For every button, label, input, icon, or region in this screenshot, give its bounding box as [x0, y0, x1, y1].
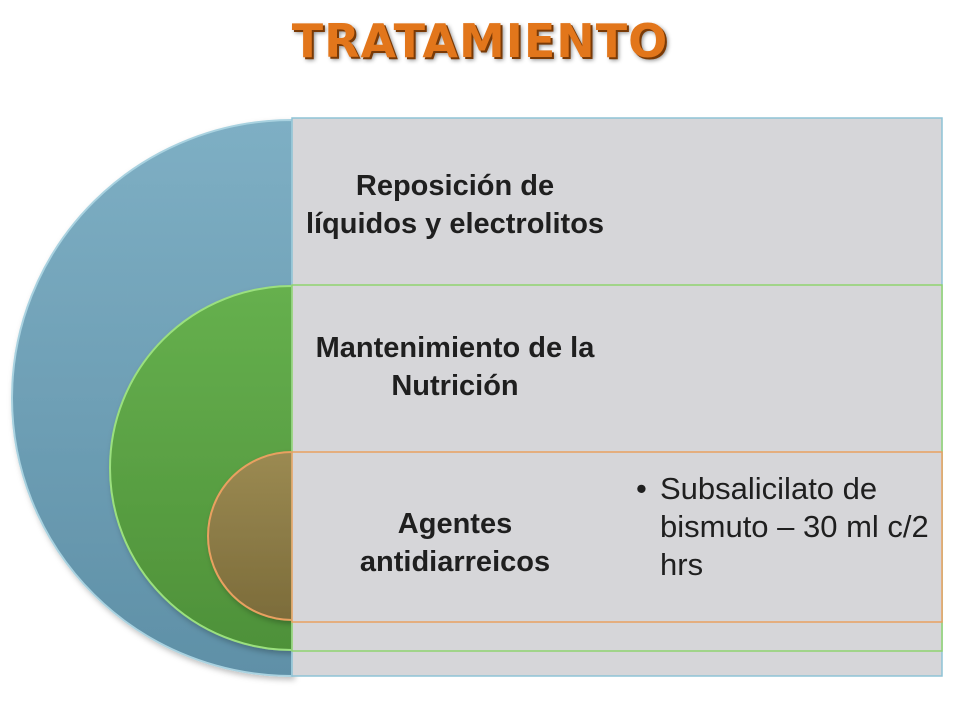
level-2-label: Mantenimiento de la Nutrición — [315, 332, 595, 402]
level-3-arc — [207, 450, 293, 622]
detail-item: Subsalicilato de bismuto – 30 ml c/2 hrs — [636, 470, 936, 584]
detail-list: Subsalicilato de bismuto – 30 ml c/2 hrs — [636, 470, 936, 584]
level-1-label: Reposición de líquidos y electrolitos — [305, 170, 605, 240]
page-title: TRATAMIENTO — [291, 14, 669, 68]
level-3-details: Subsalicilato de bismuto – 30 ml c/2 hrs — [636, 470, 936, 584]
level-3-label: Agentes antidiarreicos — [359, 508, 551, 578]
